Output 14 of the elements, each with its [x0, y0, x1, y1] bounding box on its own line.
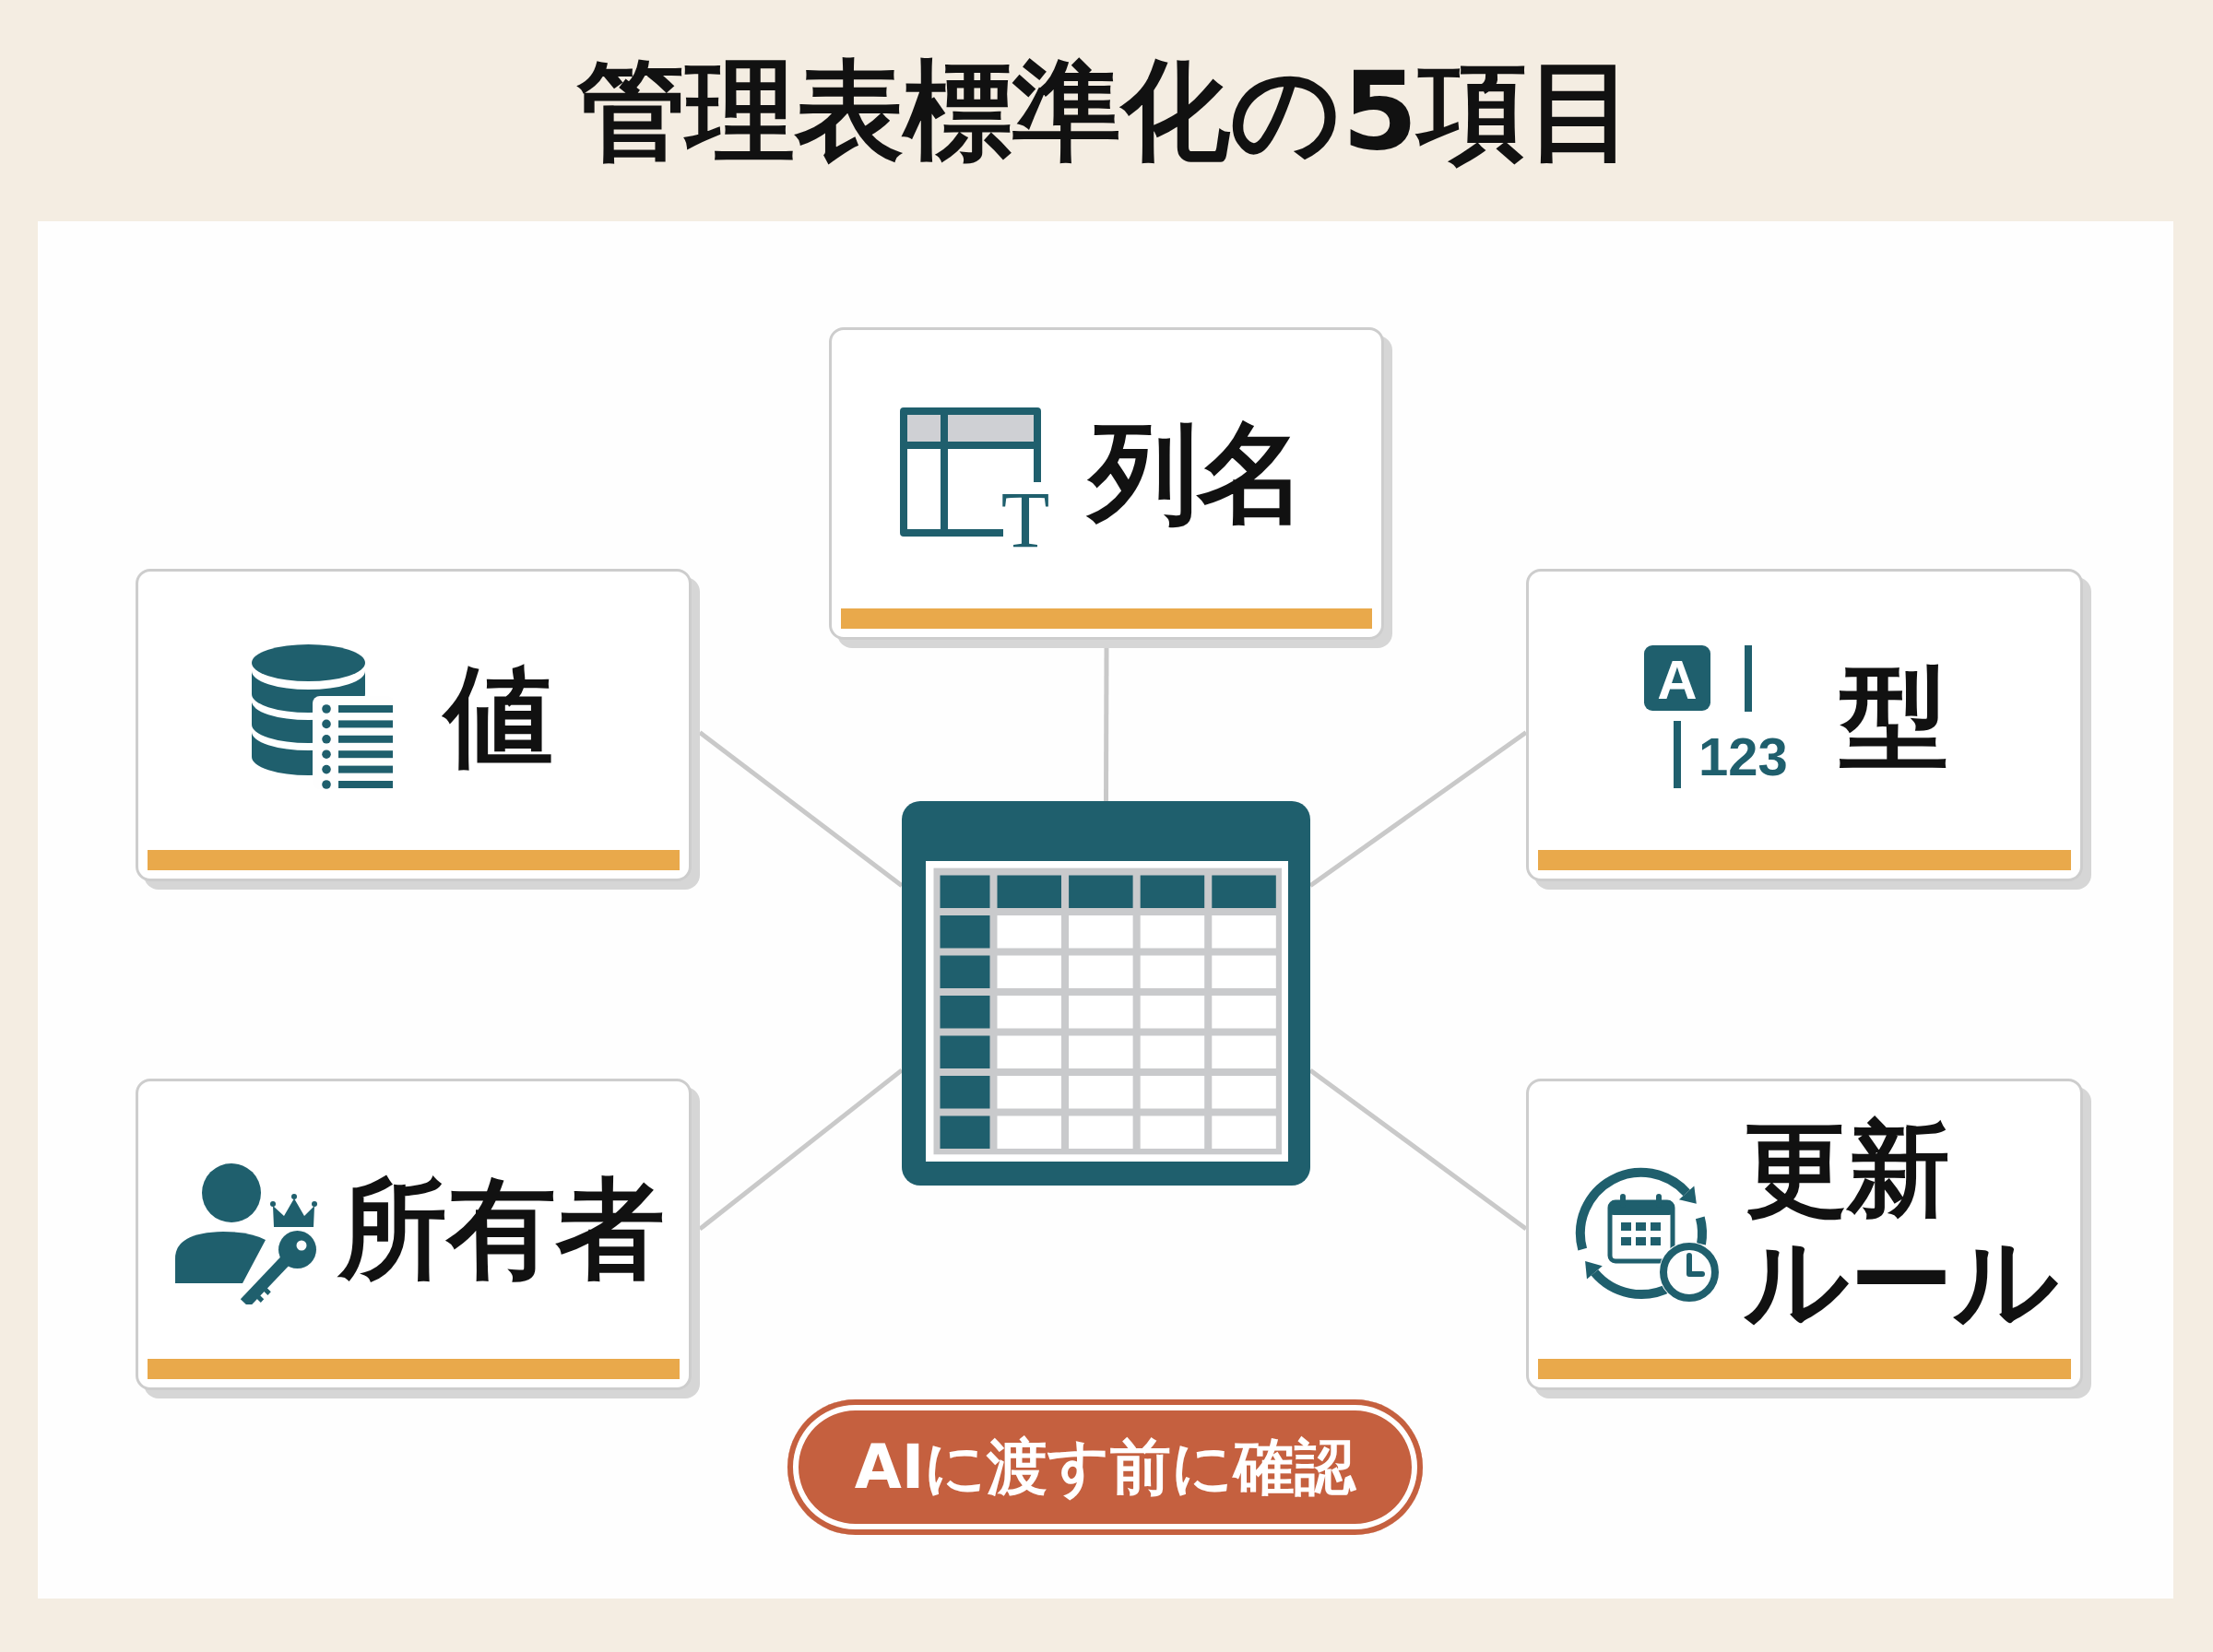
item-card — [829, 327, 1392, 648]
item-title: 所有者 — [338, 1171, 665, 1289]
connector-line — [698, 1068, 904, 1232]
callout-pill: AIに渡す前に確認 — [787, 1399, 1423, 1535]
item-card — [1526, 569, 2091, 890]
spreadsheet-drawing — [902, 801, 1310, 1186]
item-title: 型 — [1840, 658, 1948, 776]
item-card — [136, 569, 700, 890]
item-card — [136, 1079, 700, 1398]
item-card — [1526, 1079, 2091, 1398]
connector-line — [1104, 648, 1109, 801]
item-title: 更新ルール — [1744, 1114, 2060, 1337]
connector-line — [698, 730, 904, 888]
page-title: 管理表標準化の5項目 — [577, 46, 1636, 176]
